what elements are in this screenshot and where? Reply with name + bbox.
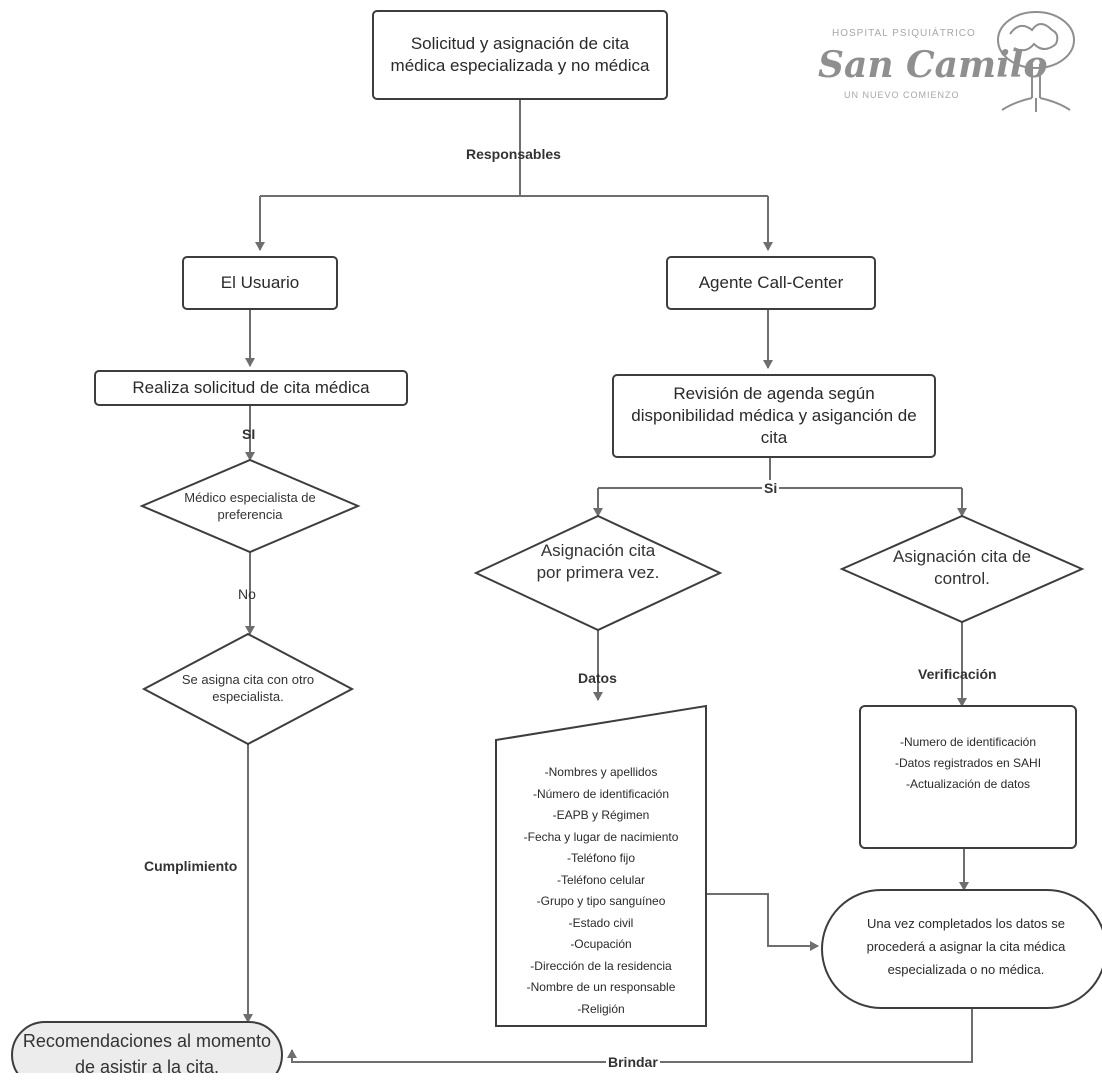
label-responsables: Responsables xyxy=(466,146,561,162)
decision-medico-especialista xyxy=(139,458,361,554)
revision-box: Revisión de agenda según disponibilidad … xyxy=(612,374,936,458)
verificacion-item: -Numero de identificación xyxy=(899,735,1037,749)
datos-item: -Estado civil xyxy=(568,915,634,930)
datos-item: -Ocupación xyxy=(570,937,632,951)
primera-vez-text: Asignación cita por primera vez. xyxy=(536,541,660,583)
label-datos: Datos xyxy=(578,670,617,686)
verificacion-list: -Numero de identificación -Datos registr… xyxy=(862,732,1074,795)
decision-control xyxy=(839,514,1085,624)
agente-box: Agente Call-Center xyxy=(666,256,876,310)
completados-shape xyxy=(821,889,1102,1009)
label-si-right: Si xyxy=(762,480,780,496)
recomendaciones-shape xyxy=(11,1021,283,1073)
medico-especialista-text: Médico especialista de preferencia xyxy=(184,490,316,522)
datos-list: -Nombres y apellidos -Número de identifi… xyxy=(500,762,702,1020)
label-cumplimiento: Cumplimiento xyxy=(144,858,238,874)
datos-list-shape xyxy=(495,704,707,1027)
datos-item: -Dirección de la residencia xyxy=(530,958,672,973)
label-brindar: Brindar xyxy=(606,1054,660,1070)
datos-item: -Nombre de un responsable xyxy=(526,980,676,994)
usuario-box: El Usuario xyxy=(182,256,338,310)
datos-item: -Número de identificación xyxy=(532,786,670,801)
arrow-datos-to-completados xyxy=(706,893,819,951)
datos-item: -EAPB y Régimen xyxy=(552,808,650,822)
label-no: No xyxy=(238,586,256,602)
control-text: Asignación cita de control. xyxy=(893,547,1031,589)
datos-item: -Religión xyxy=(577,1001,625,1016)
label-si-left: SI xyxy=(242,426,256,442)
completados-text: Una vez completados los datos se procede… xyxy=(866,916,1066,977)
datos-item: -Fecha y lugar de nacimiento xyxy=(523,829,679,844)
decision-primera-vez xyxy=(473,514,723,632)
recomendaciones-text: Recomendaciones al momento de asistir a … xyxy=(22,1031,272,1077)
datos-item: -Teléfono celular xyxy=(556,872,646,887)
verificacion-item: -Actualización de datos xyxy=(905,777,1031,791)
se-asigna-text: Se asigna cita con otro especialista. xyxy=(181,672,315,704)
verificacion-list-shape xyxy=(859,705,1077,849)
datos-item: -Teléfono fijo xyxy=(566,851,636,865)
decision-se-asigna xyxy=(141,632,355,746)
realiza-box: Realiza solicitud de cita médica xyxy=(94,370,408,406)
datos-item: -Grupo y tipo sanguíneo xyxy=(536,894,666,908)
tree-icon xyxy=(997,11,1075,112)
logo-main-text: San Camilo xyxy=(818,44,1048,86)
logo-bottom-text: UN NUEVO COMIENZO xyxy=(844,90,960,100)
title-box: Solicitud y asignación de cita médica es… xyxy=(372,10,668,100)
logo-top-text: HOSPITAL PSIQUIÁTRICO xyxy=(832,28,976,39)
label-verificacion: Verificación xyxy=(918,666,997,682)
hospital-logo: HOSPITAL PSIQUIÁTRICO San Camilo UN NUEV… xyxy=(800,6,1090,116)
datos-item: -Nombres y apellidos xyxy=(544,765,658,779)
verificacion-item: -Datos registrados en SAHI xyxy=(894,756,1042,770)
